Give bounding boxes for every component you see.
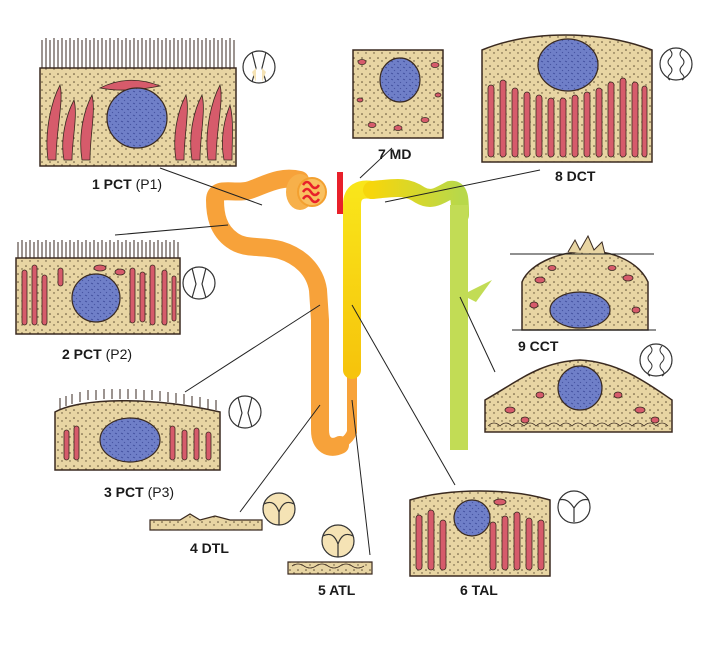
nucleus (537, 38, 599, 92)
nucleus (71, 273, 121, 323)
thin-limb-loop (315, 315, 357, 450)
junction-icon-4 (262, 492, 296, 526)
cell-tal (409, 490, 551, 577)
label-pct-p3: 3 PCT (P3) (104, 484, 175, 500)
collecting-duct (450, 205, 468, 450)
junction-icon-9 (639, 343, 673, 377)
junction-icon-6 (557, 490, 591, 524)
distal-convoluted-tubule (363, 179, 469, 224)
cell-md (352, 49, 444, 139)
junction-icon-3 (228, 395, 262, 429)
label-md: 7 MD (378, 146, 412, 162)
junction-icon-2 (182, 266, 216, 300)
cell-dct (481, 34, 653, 163)
cell-cct-principal (510, 234, 656, 331)
cell-pct-p2 (15, 240, 181, 335)
junction-icon-5 (321, 524, 355, 558)
nucleus (557, 365, 603, 411)
cell-cct-intercalated (484, 359, 673, 433)
label-dtl: 4 DTL (190, 540, 229, 556)
junction-icon-1 (242, 50, 276, 84)
label-cct: 9 CCT (518, 338, 559, 354)
label-atl: 5 ATL (318, 582, 356, 598)
thick-ascending-limb (343, 180, 381, 379)
cell-atl (287, 561, 373, 575)
cct-arrow (462, 280, 492, 302)
nucleus (549, 291, 611, 329)
cell-pct-p1 (39, 38, 237, 167)
leader-lines (114, 147, 541, 556)
nephron-tube (206, 169, 469, 456)
nucleus (379, 57, 421, 103)
nucleus (453, 499, 491, 537)
label-tal: 6 TAL (460, 582, 498, 598)
macula-densa-bar (337, 172, 343, 214)
nucleus (99, 417, 161, 463)
glomerulus (297, 177, 327, 207)
cell-pct-p3 (54, 389, 221, 471)
label-pct-p2: 2 PCT (P2) (62, 346, 133, 362)
label-dct: 8 DCT (555, 168, 596, 184)
label-pct-p1: 1 PCT (P1) (92, 176, 163, 192)
nucleus (106, 87, 168, 149)
junction-icon-8 (659, 47, 693, 81)
cell-dtl (149, 513, 263, 531)
